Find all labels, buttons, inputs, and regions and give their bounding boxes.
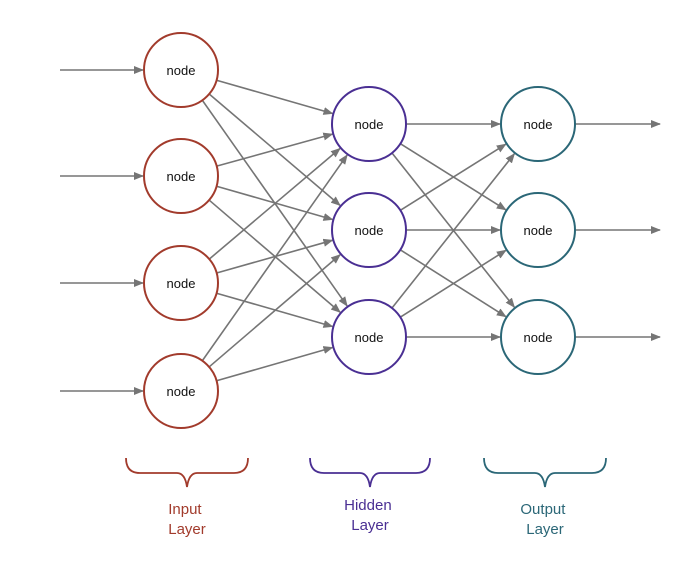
hidden-node-circle [331, 192, 407, 268]
connection-edge [391, 152, 516, 309]
output-node-2: node [500, 192, 576, 268]
input-node-circle [143, 32, 219, 108]
output-layer-label: Output Layer [520, 501, 569, 538]
node-label: node [167, 276, 196, 291]
output-layer-brace [483, 457, 607, 488]
connection-edge [201, 154, 348, 362]
node-label: node [524, 117, 553, 132]
connection-edge [399, 249, 507, 318]
hidden-layer-label-line2: Layer [351, 517, 389, 534]
connection-edge [208, 254, 341, 368]
input-layer-brace [125, 457, 249, 488]
input-node-circle [143, 138, 219, 214]
node-label: node [167, 63, 196, 78]
output-node-1: node [500, 86, 576, 162]
hidden-layer-label: Hidden Layer [344, 497, 396, 534]
node-label: node [524, 223, 553, 238]
input-node-circle [143, 245, 219, 321]
output-layer-label-line1: Output [520, 501, 566, 518]
node-label: node [524, 330, 553, 345]
hidden-layer-label-line1: Hidden [344, 497, 392, 514]
connection-edge [216, 346, 334, 382]
output-node-circle [500, 86, 576, 162]
connection-edge [208, 147, 341, 260]
output-layer-label-line2: Layer [526, 521, 564, 538]
input-node-1: node [143, 32, 219, 108]
node-label: node [355, 223, 384, 238]
connection-edge [216, 132, 334, 167]
io-arrows-layer [60, 66, 661, 395]
connection-edge [216, 79, 334, 115]
hidden-layer-brace [309, 457, 431, 488]
output-layer: node node node [500, 86, 576, 375]
input-node-circle [143, 353, 219, 429]
node-label: node [167, 384, 196, 399]
connection-edge [399, 143, 507, 212]
node-label: node [167, 169, 196, 184]
input-node-3: node [143, 245, 219, 321]
input-layer-label: Input Layer [168, 501, 206, 538]
connection-edge [216, 238, 334, 274]
input-layer-label-line2: Layer [168, 521, 206, 538]
input-node-4: node [143, 353, 219, 429]
output-node-circle [500, 299, 576, 375]
node-label: node [355, 330, 384, 345]
output-node-circle [500, 192, 576, 268]
node-label: node [355, 117, 384, 132]
input-node-2: node [143, 138, 219, 214]
input-layer: node node node node [143, 32, 219, 429]
connections-layer [201, 79, 516, 382]
input-layer-label-line1: Input [168, 501, 202, 518]
hidden-layer: node node node [331, 86, 407, 375]
output-node-3: node [500, 299, 576, 375]
hidden-node-3: node [331, 299, 407, 375]
hidden-node-1: node [331, 86, 407, 162]
hidden-node-2: node [331, 192, 407, 268]
hidden-node-circle [331, 299, 407, 375]
hidden-node-circle [331, 86, 407, 162]
